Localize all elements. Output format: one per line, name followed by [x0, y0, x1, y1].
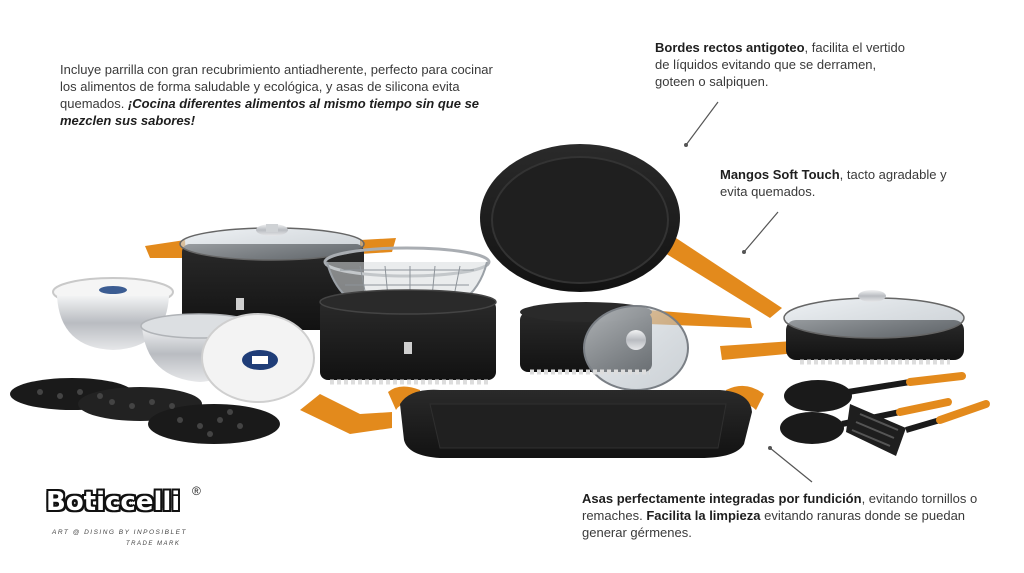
- casserole-large: [145, 224, 396, 330]
- brand-tagline: ART @ DISING BY INPOSIBLET: [52, 529, 187, 536]
- trivets: [10, 378, 280, 444]
- pointer-handles: [743, 211, 779, 253]
- feature-edges-title: Bordes rectos antigoteo: [655, 40, 805, 55]
- frying-pan-large: [480, 144, 782, 318]
- pointer-casting: [769, 447, 813, 483]
- grill-griddle: [388, 385, 764, 458]
- feature-description-left: Incluye parrilla con gran recubrimiento …: [60, 61, 500, 129]
- feature-handles: Mangos Soft Touch, tacto agradable y evi…: [720, 166, 950, 200]
- brand-tagline-trademark: TRADE MARK: [126, 541, 181, 547]
- feature-cleaning-title: Facilita la limpieza: [646, 508, 761, 523]
- feature-handles-text: , tacto agradable y evita quemados.: [720, 167, 947, 199]
- feature-text-grill: Incluye parrilla con gran recubrimiento …: [60, 62, 493, 111]
- saucepan: [520, 302, 752, 391]
- feature-handles-title: Mangos Soft Touch: [720, 167, 840, 182]
- casserole-medium: [319, 289, 497, 385]
- feature-edges: Bordes rectos antigoteo, facilita el ver…: [655, 39, 915, 90]
- saute-pan: [720, 290, 965, 365]
- feature-casting-text: , evitando tornillos o remaches.: [582, 491, 978, 523]
- steel-bowl-with-lid: [52, 277, 174, 350]
- feature-casting: Asas perfectamente integradas por fundic…: [582, 490, 1002, 541]
- steel-bowl-small: [140, 313, 315, 403]
- feature-cleaning-text: evitando ranuras donde se puedan generar…: [582, 508, 966, 540]
- silicone-handle-covers: [300, 394, 392, 434]
- brand-name: Boticcelli: [46, 487, 181, 517]
- feature-edges-text: , facilita el vertido de líquidos evitan…: [655, 40, 905, 89]
- brand-logo: Boticcelli ® ART @ DISING BY INPOSIBLET …: [46, 484, 216, 557]
- registered-mark: ®: [192, 484, 201, 498]
- feature-emphasis-cook: ¡Cocina diferentes alimentos al mismo ti…: [60, 96, 480, 128]
- kitchen-utensils: [780, 372, 990, 456]
- feature-casting-title: Asas perfectamente integradas por fundic…: [582, 491, 862, 506]
- pointer-edges: [685, 101, 719, 146]
